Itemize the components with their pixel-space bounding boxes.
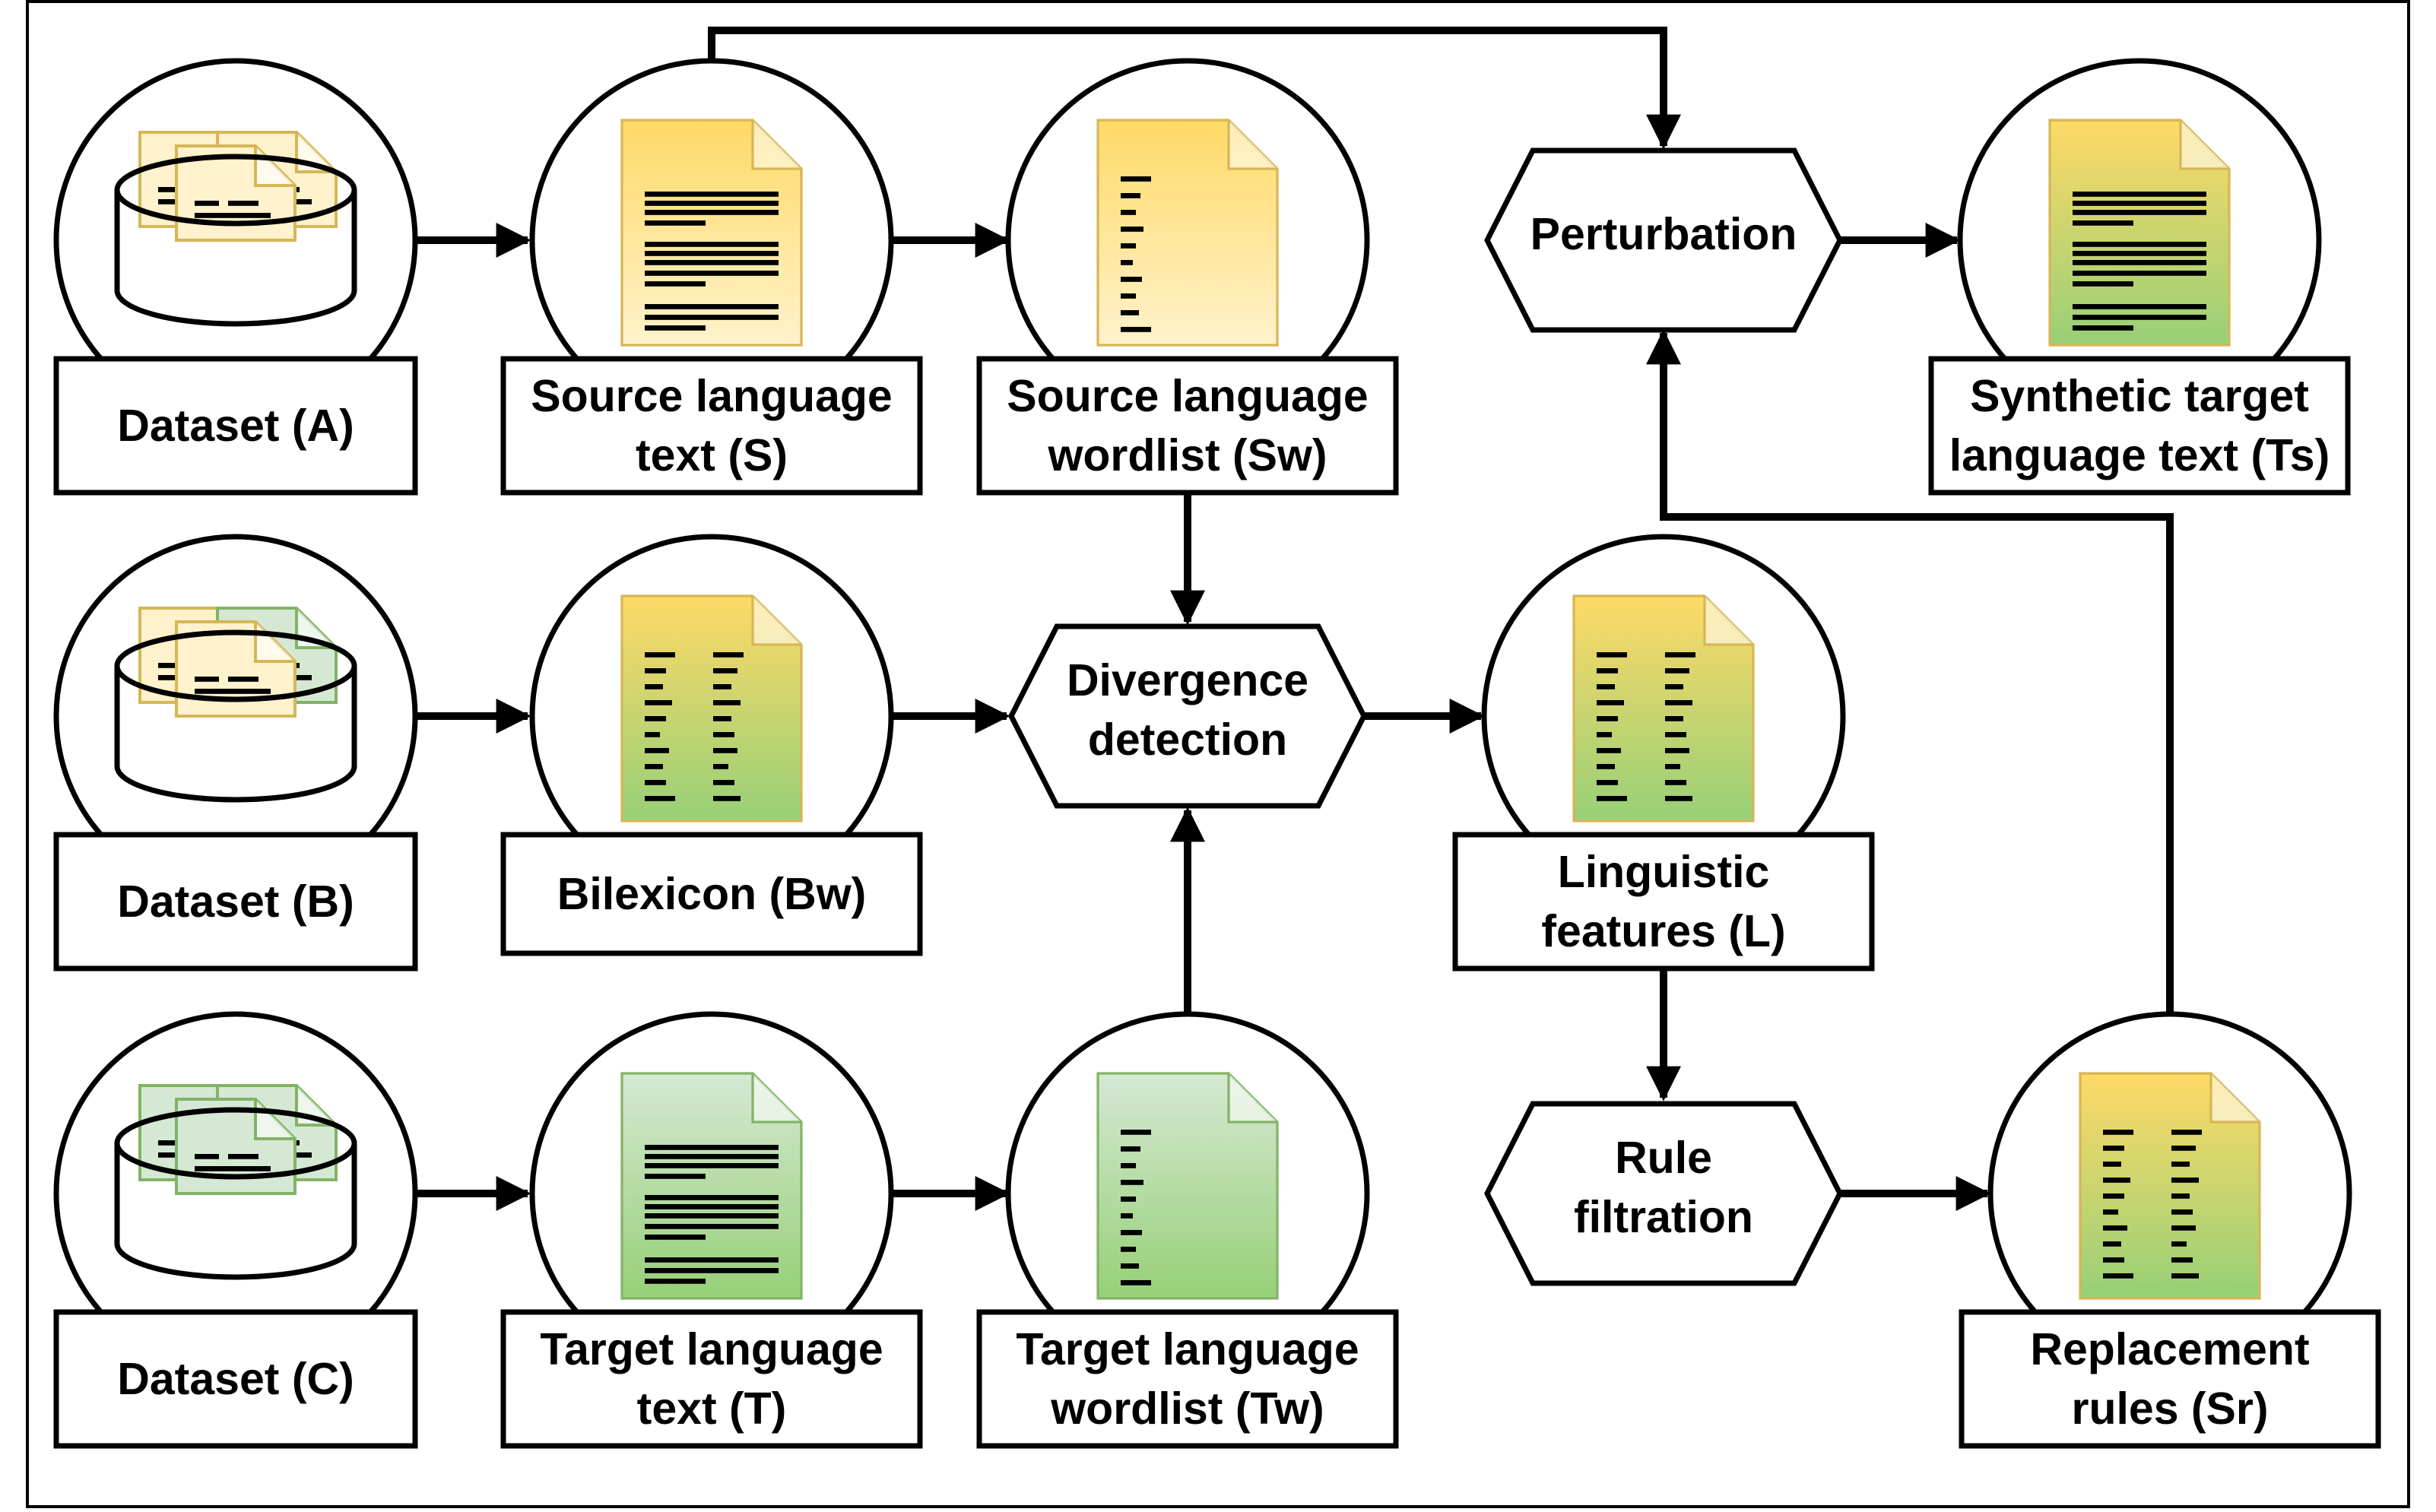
linguistic-features-box bbox=[1452, 832, 1875, 972]
replacement-rules-document-text-lines bbox=[2103, 1130, 2202, 1279]
target-language-wordlist-document-fold bbox=[1227, 1073, 1277, 1124]
source-language-text: Source language text (S) bbox=[500, 58, 923, 496]
synthetic-target-text-label-line-1: Synthetic target bbox=[1970, 371, 2309, 421]
dataset-c: Dataset (C) bbox=[53, 1011, 418, 1449]
connectors bbox=[415, 27, 2174, 1211]
source-language-text-box bbox=[500, 356, 923, 496]
divergence-detection: Divergence detection bbox=[1008, 623, 1367, 809]
dataset-b: Dataset (B) bbox=[53, 534, 418, 972]
target-language-text-box bbox=[500, 1309, 923, 1449]
target-language-text-document-icon bbox=[620, 1072, 803, 1300]
linguistic-features: Linguistic features (L) bbox=[1452, 534, 1875, 972]
arrow-rules-to-perturbation bbox=[1646, 329, 2174, 1013]
rule-filtration: Rule filtration bbox=[1484, 1101, 1843, 1286]
source-language-text-document-text-lines bbox=[645, 192, 779, 331]
replacement-rules: Replacement rules (Sr) bbox=[1959, 1011, 2381, 1449]
dataset-b-label-line-1: Dataset (B) bbox=[117, 876, 354, 927]
rule-filtration-label-line-2: filtration bbox=[1574, 1192, 1753, 1242]
synthetic-target-text-label-line-2: language text (Ts) bbox=[1949, 430, 2330, 480]
source-language-wordlist-box bbox=[976, 356, 1399, 496]
dataset-a-box bbox=[53, 356, 418, 496]
dataset-c-box bbox=[53, 1309, 418, 1449]
synthetic-target-text-document-text-lines bbox=[2073, 192, 2206, 331]
perturbation-label-line-1: Perturbation bbox=[1530, 209, 1797, 259]
source-language-wordlist-label-line-2: wordlist (Sw) bbox=[1047, 430, 1327, 480]
source-language-text-label-line-1: Source language bbox=[531, 371, 892, 421]
target-language-wordlist-box bbox=[976, 1309, 1399, 1449]
rule-filtration-shape bbox=[1484, 1101, 1843, 1286]
source-language-wordlist-label-line-1: Source language bbox=[1007, 371, 1368, 421]
target-language-text: Target language text (T) bbox=[500, 1011, 923, 1449]
dataset-a: Dataset (A) bbox=[53, 58, 418, 496]
source-language-wordlist-document-text-lines bbox=[1121, 176, 1151, 332]
linguistic-features-document-text-lines bbox=[1597, 652, 1695, 801]
source-language-text-document-fold bbox=[751, 120, 801, 170]
target-language-text-document-fold bbox=[751, 1073, 801, 1124]
dataset-c-label-line-1: Dataset (C) bbox=[117, 1354, 354, 1404]
dataset-b-box bbox=[53, 832, 418, 972]
arrow-source-text-to-perturbation bbox=[708, 27, 1681, 150]
replacement-rules-box bbox=[1959, 1309, 2381, 1449]
synthetic-target-text: Synthetic target language text (Ts) bbox=[1928, 58, 2351, 496]
source-language-wordlist-document-fold bbox=[1227, 120, 1277, 170]
replacement-rules-label-line-2: rules (Sr) bbox=[2071, 1384, 2268, 1434]
perturbation-shape bbox=[1484, 147, 1843, 333]
linguistic-features-document-fold bbox=[1703, 596, 1753, 646]
dataset-c-database-cylinder-icon bbox=[114, 1084, 357, 1280]
source-language-text-document-icon bbox=[620, 119, 803, 347]
synthetic-target-text-document-fold bbox=[2179, 120, 2229, 170]
replacement-rules-label-line-1: Replacement bbox=[2030, 1324, 2309, 1374]
divergence-detection-label-line-2: detection bbox=[1088, 715, 1287, 765]
source-language-text-label-line-2: text (S) bbox=[636, 430, 788, 480]
target-language-wordlist-label-line-1: Target language bbox=[1016, 1324, 1359, 1374]
divergence-detection-shape bbox=[1008, 623, 1367, 809]
target-language-wordlist: Target language wordlist (Tw) bbox=[976, 1011, 1399, 1449]
bilexicon-document-fold bbox=[751, 596, 801, 646]
target-language-text-label-line-2: text (T) bbox=[637, 1384, 787, 1434]
linguistic-features-label-line-2: features (L) bbox=[1541, 906, 1785, 956]
replacement-rules-document-fold bbox=[2209, 1073, 2260, 1124]
dataset-a-label-line-1: Dataset (A) bbox=[117, 401, 354, 451]
rule-filtration-label-line-1: Rule bbox=[1615, 1133, 1712, 1183]
bilexicon: Bilexicon (Bw) bbox=[500, 534, 923, 956]
target-language-text-document-text-lines bbox=[645, 1145, 779, 1284]
target-language-wordlist-document-text-lines bbox=[1121, 1130, 1151, 1285]
bilexicon-document-text-lines bbox=[645, 652, 744, 801]
bilexicon-label-line-1: Bilexicon (Bw) bbox=[557, 869, 867, 919]
target-language-text-label-line-1: Target language bbox=[540, 1324, 883, 1374]
bilexicon-box bbox=[500, 832, 923, 956]
dataset-a-database-cylinder-icon bbox=[114, 131, 357, 327]
synthetic-target-text-document-icon bbox=[2048, 119, 2231, 347]
perturbation: Perturbation bbox=[1484, 147, 1843, 333]
dataset-b-database-cylinder-icon bbox=[114, 607, 357, 803]
divergence-detection-label-line-1: Divergence bbox=[1067, 655, 1308, 705]
linguistic-features-label-line-1: Linguistic bbox=[1558, 847, 1770, 897]
target-language-wordlist-label-line-2: wordlist (Tw) bbox=[1050, 1384, 1324, 1434]
source-language-wordlist: Source language wordlist (Sw) bbox=[976, 58, 1399, 496]
synthetic-target-text-box bbox=[1928, 356, 2351, 496]
